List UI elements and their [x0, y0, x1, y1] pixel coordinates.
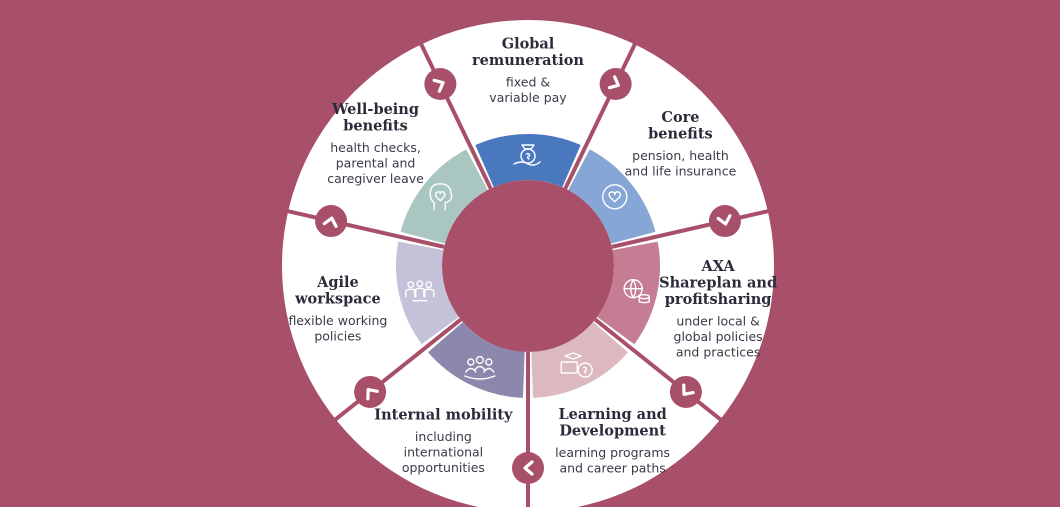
divider-line — [328, 318, 463, 426]
segment-title: Internal mobility — [374, 407, 513, 424]
heart-head-icon — [429, 183, 453, 211]
segment-global-remuneration — [475, 134, 581, 188]
divider-line — [611, 207, 777, 249]
label-internal-mobility: Internal mobility includinginternationalo… — [374, 407, 513, 476]
team-globe-icon — [464, 355, 496, 380]
segment-description: learning programs — [555, 445, 670, 460]
segment-agile-workspace — [396, 241, 459, 345]
segment-description: variable pay — [489, 90, 567, 105]
segment-title: Well-being — [331, 101, 419, 118]
people-group-icon — [405, 280, 435, 302]
segment-title: AXA — [700, 258, 735, 275]
segment-core-benefits — [568, 149, 656, 244]
segment-description: opportunities — [402, 460, 485, 475]
chevron-marker-icon — [424, 68, 457, 101]
segment-description: caregiver leave — [327, 171, 424, 186]
segment-description: global policies — [674, 329, 763, 344]
segment-learning-development — [531, 322, 628, 398]
chevron-marker-icon — [354, 375, 387, 408]
segment-description: policies — [314, 328, 361, 343]
segment-title: Agile — [316, 274, 359, 291]
segment-description: international — [404, 445, 484, 460]
divider-line — [563, 36, 641, 190]
center-circle — [442, 180, 614, 352]
segment-description: pension, health — [632, 148, 729, 163]
segment-description: parental and — [336, 156, 416, 171]
graduation-money-icon — [560, 352, 593, 378]
heart-shield-icon — [602, 184, 628, 210]
segment-description: health checks, — [330, 140, 421, 155]
divider-line — [415, 36, 493, 190]
chevron-marker-icon — [708, 205, 741, 238]
segment-title: profitsharing — [665, 291, 772, 308]
segment-description: flexible working — [288, 313, 387, 328]
segment-description: and life insurance — [625, 163, 737, 178]
chevron-marker-icon — [315, 205, 348, 238]
segment-title: benefits — [648, 125, 713, 142]
divider-line — [279, 207, 445, 249]
segment-description: and practices — [676, 344, 761, 359]
segment-description: and career paths — [559, 461, 665, 476]
segment-description: fixed & — [506, 75, 550, 90]
segment-description: including — [415, 429, 472, 444]
chevron-marker-icon — [599, 68, 632, 101]
segment-title: workspace — [294, 290, 381, 307]
segment-description: under local & — [676, 313, 760, 328]
segment-title: Core — [661, 109, 699, 126]
chevron-marker-icon — [669, 375, 702, 408]
globe-coins-icon — [623, 278, 650, 304]
segment-title: Shareplan and — [659, 274, 777, 291]
money-bag-hand-icon — [513, 144, 541, 166]
segment-title: Learning and — [558, 406, 666, 423]
divider-line — [593, 318, 728, 426]
segment-title: Global — [502, 36, 555, 53]
segment-axa-shareplan — [597, 241, 660, 345]
segment-title: benefits — [343, 118, 408, 135]
segment-title: remuneration — [472, 52, 584, 69]
segment-title: Development — [559, 423, 666, 440]
chevron-marker-icon — [512, 452, 544, 484]
